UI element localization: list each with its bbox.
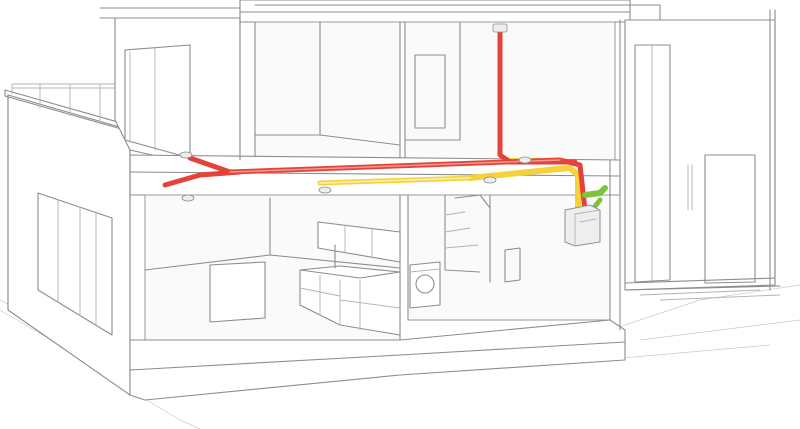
air-valve-icon [483, 176, 497, 184]
kitchen [299, 221, 401, 336]
washing-machine-icon [409, 261, 441, 309]
air-valve-icon [181, 194, 195, 202]
staircase [444, 194, 521, 283]
right-wing [624, 4, 781, 301]
left-wing [4, 83, 137, 396]
air-valve-icon [318, 186, 332, 194]
air-valve-icon [492, 23, 508, 33]
air-valve-icon [518, 156, 532, 164]
supply-duct [162, 27, 588, 213]
heat-recovery-unit-icon [564, 204, 601, 247]
cabinet-left [209, 261, 266, 323]
air-valve-icon [179, 151, 193, 159]
